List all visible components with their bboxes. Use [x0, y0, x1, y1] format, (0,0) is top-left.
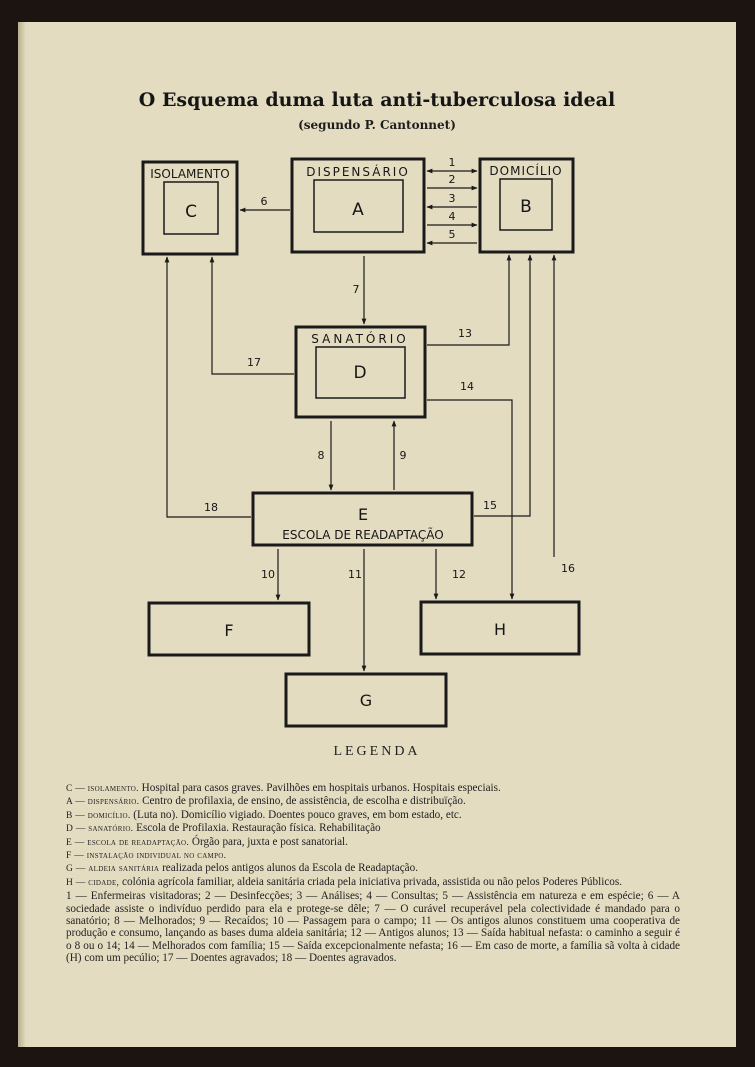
legend-code: D — sanatório. — [66, 824, 134, 835]
edge-label-10: 10 — [261, 568, 275, 581]
legend-entry-c: C — isolamento. Hospital para casos grav… — [66, 782, 680, 795]
legend-code: C — isolamento. — [66, 784, 139, 794]
node-h: H — [419, 600, 581, 656]
edge-label-6: 6 — [261, 195, 268, 208]
legend-code: E — escola de readaptação. — [66, 837, 190, 848]
node-dispensario-letter: A — [352, 200, 364, 220]
node-domicilio: DOMICÍLIO B — [478, 157, 575, 254]
legend-entry-a: A — dispensário. Centro de profilaxia, d… — [66, 795, 680, 808]
node-g: G — [284, 672, 448, 728]
node-f: F — [147, 601, 311, 657]
legend-entry-e: E — escola de readaptação. Órgão para, j… — [66, 836, 680, 849]
edge-label-16: 16 — [561, 562, 575, 575]
node-isolamento-label: ISOLAMENTO — [150, 167, 229, 181]
node-sanatorio-letter: D — [353, 363, 366, 383]
legend-text: Hospital para casos graves. Pavilhões em… — [138, 782, 501, 794]
legend: C — isolamento. Hospital para casos grav… — [66, 782, 680, 965]
edge-label-1: 1 — [449, 156, 456, 169]
legend-text: (Luta no). Domicílio vigiado. Doentes po… — [130, 808, 462, 821]
legend-text: realizada pelos antigos alunos da Escola… — [159, 862, 419, 875]
node-isolamento-letter: C — [185, 202, 197, 222]
page-title: O Esquema duma luta anti-tuberculosa ide… — [138, 89, 616, 111]
edge-label-14: 14 — [460, 380, 474, 393]
edge-label-15: 15 — [483, 499, 497, 512]
edge-label-4: 4 — [449, 210, 456, 223]
edge-17 — [209, 256, 294, 375]
edge-label-8: 8 — [318, 449, 325, 462]
legend-text: Órgão para, juxta e post sanatorial. — [189, 835, 348, 848]
edge-label-12: 12 — [452, 568, 466, 581]
edge-label-3: 3 — [449, 192, 456, 205]
node-g-letter: G — [360, 691, 372, 710]
legend-code: B — domicílio. — [66, 810, 131, 821]
legend-code: G — aldeia sanitária — [66, 864, 160, 875]
node-escola-letter: E — [358, 505, 368, 524]
node-dispensario-label: DISPENSÁRIO — [306, 164, 410, 179]
legend-entry-b: B — domicílio. (Luta no). Domicílio vigi… — [66, 809, 680, 822]
legend-entry-f: F — instalação individual no campo. — [66, 849, 680, 862]
node-escola: E ESCOLA DE READAPTAÇÃO — [251, 491, 474, 547]
edge-15 — [474, 254, 533, 517]
node-domicilio-letter: B — [520, 197, 532, 217]
legend-entry-d: D — sanatório. Escola de Profilaxia. Res… — [66, 822, 680, 835]
legend-numbered: 1 — Enfermeiras visitadoras; 2 — Desinfe… — [66, 890, 680, 965]
legend-entry-g: G — aldeia sanitária realizada pelos ant… — [66, 862, 680, 875]
node-dispensario: DISPENSÁRIO A — [290, 157, 426, 254]
edge-label-17: 17 — [247, 356, 261, 369]
legend-text: Escola de Profilaxia. Restauração física… — [133, 822, 381, 835]
legend-code: H — cidade, — [66, 877, 120, 888]
edge-label-11: 11 — [348, 568, 362, 581]
node-h-letter: H — [494, 620, 506, 639]
edge-label-9: 9 — [400, 449, 407, 462]
node-isolamento: ISOLAMENTO C — [141, 160, 239, 256]
edge-label-13: 13 — [458, 327, 472, 340]
flow-diagram: ISOLAMENTO C DISPENSÁRIO A DOMICÍLIO B S… — [141, 156, 581, 728]
book-page: O Esquema duma luta anti-tuberculosa ide… — [18, 22, 736, 1047]
edge-14 — [427, 399, 515, 600]
edge-18 — [164, 256, 251, 518]
edge-label-2: 2 — [449, 173, 456, 186]
legend-text: colónia agrícola familiar, aldeia sanitá… — [119, 875, 623, 888]
edge-label-7: 7 — [353, 283, 360, 296]
legend-entry-h: H — cidade, colónia agrícola familiar, a… — [66, 876, 680, 889]
legend-text: Centro de profilaxia, de ensino, de assi… — [139, 795, 466, 808]
legend-code: F — instalação individual no campo. — [66, 851, 227, 862]
edge-label-18: 18 — [204, 501, 218, 514]
node-sanatorio: SANATÓRIO D — [294, 325, 427, 419]
legend-code: A — dispensário. — [66, 797, 140, 808]
page-subtitle: (segundo P. Cantonnet) — [298, 118, 456, 132]
node-escola-label: ESCOLA DE READAPTAÇÃO — [282, 527, 443, 542]
edge-label-5: 5 — [449, 228, 456, 241]
node-f-letter: F — [224, 621, 233, 640]
edge-13 — [427, 254, 512, 346]
node-domicilio-label: DOMICÍLIO — [489, 163, 562, 178]
node-sanatorio-label: SANATÓRIO — [311, 331, 408, 346]
legend-heading: LEGENDA — [333, 744, 421, 759]
